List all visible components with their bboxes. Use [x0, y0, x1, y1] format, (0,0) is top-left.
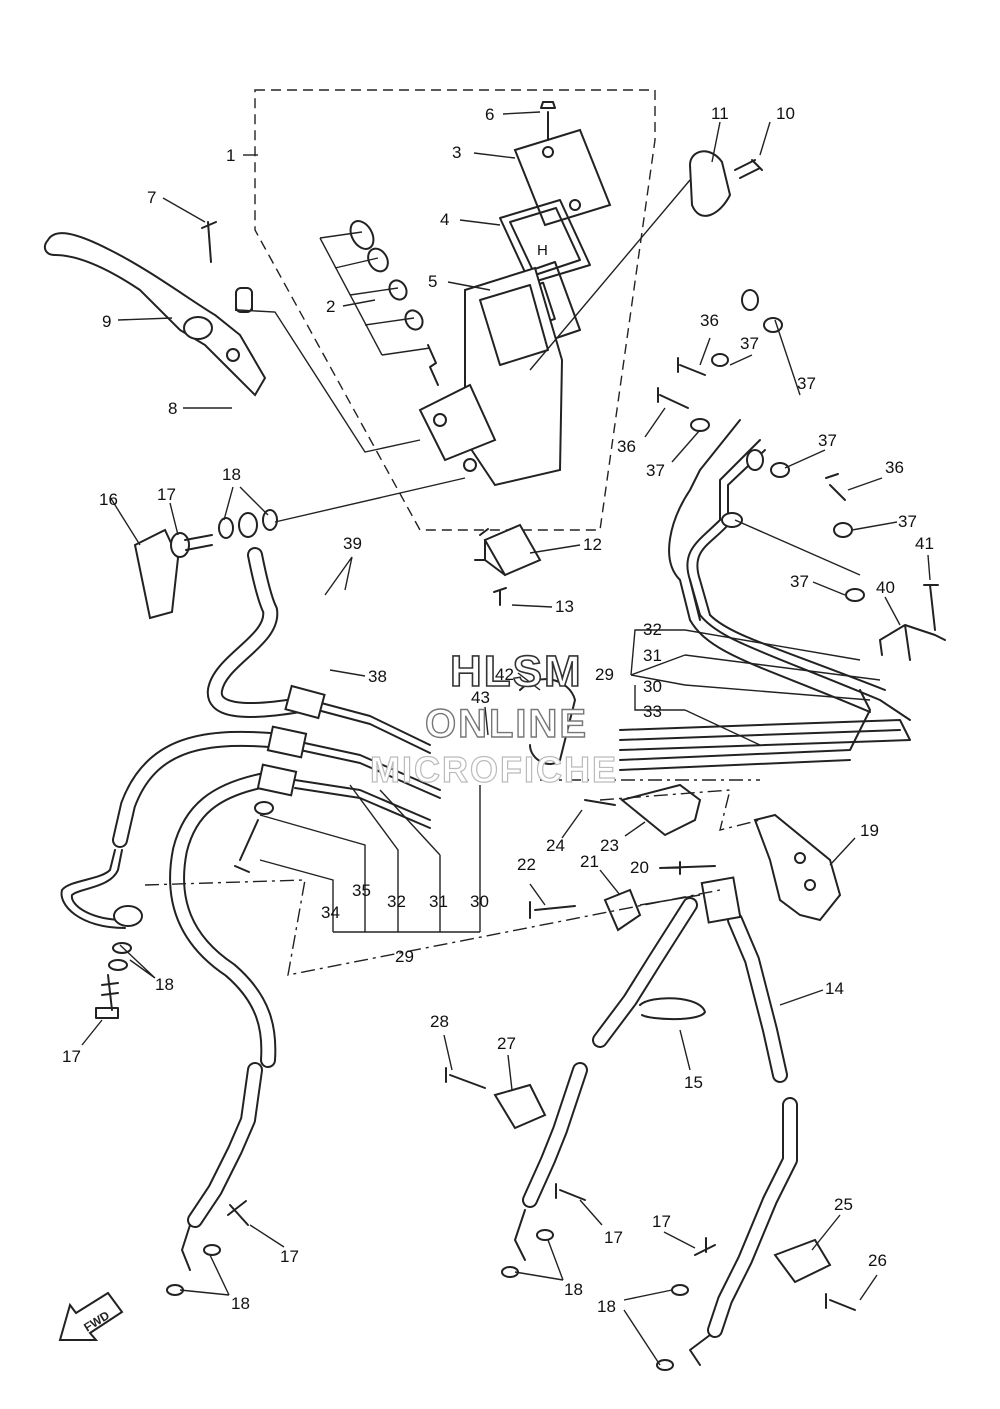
label-26: 26: [868, 1251, 887, 1270]
label-18-lower-mid: 18: [564, 1280, 583, 1299]
brake-hoses-left: [60, 547, 441, 1271]
label-32-right: 32: [643, 620, 662, 639]
watermark-line2: ONLINE: [425, 702, 588, 746]
label-40: 40: [876, 578, 895, 597]
label-37-b: 37: [797, 374, 816, 393]
label-18-upper: 18: [222, 465, 241, 484]
label-8: 8: [168, 399, 177, 418]
label-20: 20: [630, 858, 649, 877]
label-23: 23: [600, 836, 619, 855]
label-42: 42: [495, 665, 514, 684]
label-30-lower: 30: [470, 892, 489, 911]
label-1: 1: [226, 146, 235, 165]
label-31-right: 31: [643, 646, 662, 665]
label-22: 22: [517, 855, 536, 874]
brake-pipes-right: [519, 289, 946, 932]
label-37-c: 37: [818, 431, 837, 450]
label-6: 6: [485, 105, 494, 124]
label-17-lower-mid: 17: [604, 1228, 623, 1247]
label-17-upper: 17: [157, 485, 176, 504]
label-34: 34: [321, 903, 340, 922]
label-2: 2: [326, 297, 335, 316]
label-14: 14: [825, 979, 844, 998]
label-36-top: 36: [700, 311, 719, 330]
label-10: 10: [776, 104, 795, 123]
label-11: 11: [711, 104, 729, 123]
handlebar-clamp-group: [688, 150, 763, 217]
label-37-f: 37: [790, 572, 809, 591]
label-17-left: 17: [62, 1047, 81, 1066]
label-32-lower: 32: [387, 892, 406, 911]
leader-lines: [81, 111, 931, 1366]
label-41: 41: [915, 534, 934, 553]
upper-banjo-group: [133, 509, 278, 620]
label-27: 27: [497, 1034, 516, 1053]
label-25: 25: [834, 1195, 853, 1214]
label-4: 4: [440, 210, 449, 229]
watermark: HLSM ONLINE MICROFICHE: [369, 646, 618, 790]
label-21: 21: [580, 852, 599, 871]
label-37-a: 37: [740, 334, 759, 353]
label-19: 19: [860, 821, 879, 840]
watermark-line1: HLSM: [450, 647, 583, 696]
brake-hoses-right: [144, 876, 856, 1371]
watermark-line3: MICROFICHE: [370, 749, 618, 790]
label-39: 39: [343, 534, 362, 553]
label-37-d: 37: [646, 461, 665, 480]
label-9: 9: [102, 312, 111, 331]
label-7: 7: [147, 188, 156, 207]
label-3: 3: [452, 143, 461, 162]
label-37-e: 37: [898, 512, 917, 531]
label-36-right: 36: [885, 458, 904, 477]
part-labels: 1 2 3 4 5 6 7 8 9 10 11 12 13 14 15 16 1…: [62, 104, 934, 1316]
label-31-lower: 31: [429, 892, 448, 911]
label-24: 24: [546, 836, 565, 855]
label-35: 35: [352, 881, 371, 900]
label-36-left: 36: [617, 437, 636, 456]
label-38: 38: [368, 667, 387, 686]
label-18-lower-right: 18: [597, 1297, 616, 1316]
label-17-lower-left: 17: [280, 1247, 299, 1266]
label-18-lower-left: 18: [231, 1294, 250, 1313]
label-18-left: 18: [155, 975, 174, 994]
brake-switch-group: [474, 523, 542, 606]
label-5: 5: [428, 272, 437, 291]
label-43: 43: [471, 688, 490, 707]
label-15: 15: [684, 1073, 703, 1092]
label-28: 28: [430, 1012, 449, 1031]
label-16: 16: [99, 490, 118, 509]
label-13: 13: [555, 597, 574, 616]
master-cylinder-group: H: [254, 89, 691, 531]
svg-text:H: H: [537, 242, 548, 259]
brake-lever-group: [43, 221, 421, 453]
label-29-lower: 29: [395, 947, 414, 966]
forward-arrow: FWD: [58, 1291, 124, 1341]
label-17-lower-right: 17: [652, 1212, 671, 1231]
label-33: 33: [643, 702, 662, 721]
label-12: 12: [583, 535, 602, 554]
label-29-right: 29: [595, 665, 614, 684]
label-30-right: 30: [643, 677, 662, 696]
